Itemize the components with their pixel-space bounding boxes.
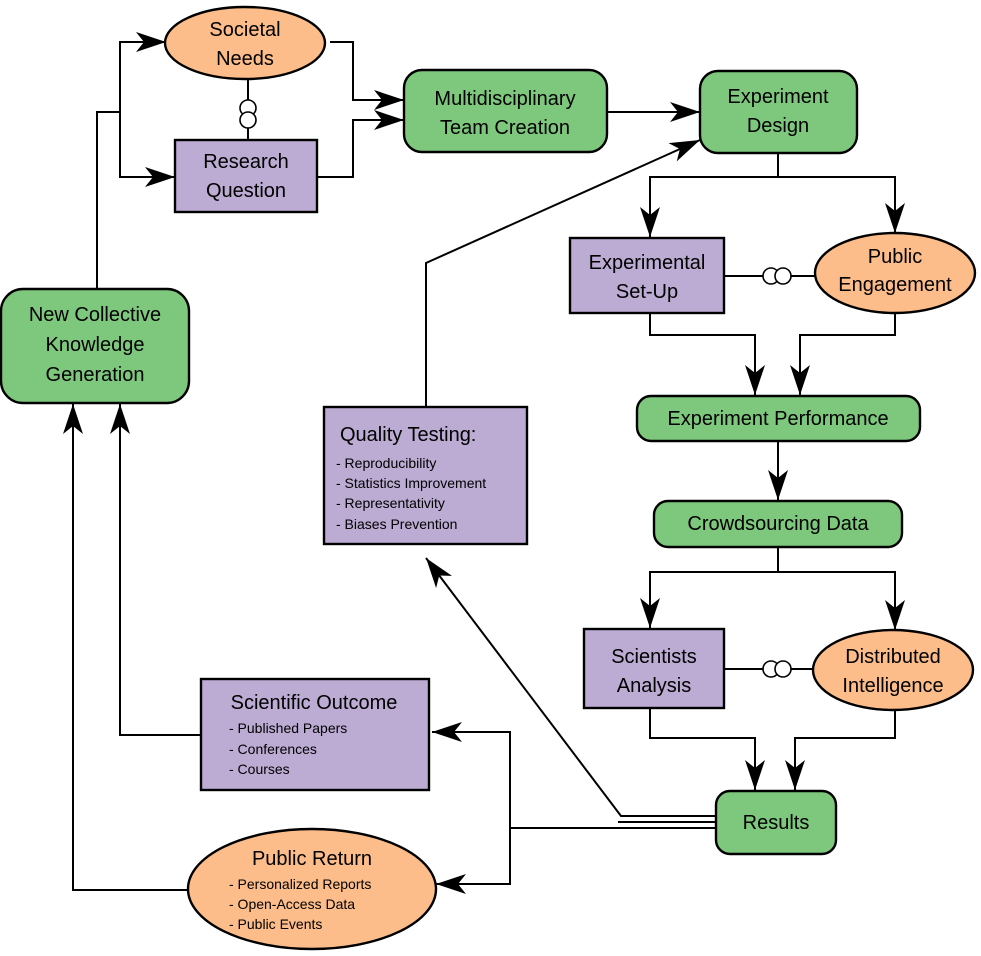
edge-quality-to-design xyxy=(425,139,701,406)
node-crowdsourcing-data: Crowdsourcing Data xyxy=(652,499,904,549)
node-results: Results xyxy=(714,789,838,856)
node-list-item: - Conferences xyxy=(229,741,317,757)
question-box xyxy=(322,405,529,546)
node-experiment-design: Experiment Design xyxy=(698,69,859,155)
node-label: Distributed xyxy=(845,646,941,668)
node-list-item: - Biases Prevention xyxy=(336,516,457,532)
node-label: Question xyxy=(206,180,286,202)
node-knowledge-generation: New Collective Knowledge Generation xyxy=(0,287,191,405)
edge-crowd-to-analysis xyxy=(640,547,779,628)
question-box xyxy=(173,138,319,214)
node-label: Analysis xyxy=(617,675,691,697)
process-box xyxy=(652,499,904,549)
node-list-item: - Public Events xyxy=(229,916,322,932)
node-label: Scientists xyxy=(611,646,697,668)
process-box xyxy=(402,68,609,154)
node-title: Scientific Outcome xyxy=(231,692,398,714)
node-public-engagement: Public Engagement xyxy=(813,231,977,315)
node-list-item: - Personalized Reports xyxy=(229,876,371,892)
edge-to-outcome xyxy=(432,722,511,828)
edge-to-societal xyxy=(119,32,166,112)
edge-societal-to-team xyxy=(330,41,404,110)
node-public-return: Public Return - Personalized Reports - O… xyxy=(186,827,438,951)
process-box xyxy=(714,789,838,856)
node-label: Experiment Performance xyxy=(667,408,888,430)
edge-engagement-to-performance xyxy=(790,313,896,395)
node-distributed-intelligence: Distributed Intelligence xyxy=(811,628,975,712)
edge-intelligence-to-results xyxy=(785,708,896,790)
process-box xyxy=(0,287,191,405)
node-societal-needs: Societal Needs xyxy=(163,5,327,81)
node-label: Experimental xyxy=(589,252,706,274)
node-list-item: - Statistics Improvement xyxy=(336,475,486,491)
edge-outcome-to-knowledge xyxy=(110,404,200,736)
question-box xyxy=(582,627,726,710)
stakeholder-ellipse xyxy=(811,628,975,712)
edge-results-to-quality xyxy=(425,557,716,817)
edge-knowledge-to-start xyxy=(96,111,120,288)
node-label: Experiment xyxy=(727,86,829,108)
question-box xyxy=(568,236,726,315)
node-list-item: - Courses xyxy=(229,761,290,777)
node-team-creation: Multidisciplinary Team Creation xyxy=(402,68,609,154)
node-research-question: Research Question xyxy=(173,138,319,214)
node-label: Crowdsourcing Data xyxy=(687,513,869,535)
node-label: Needs xyxy=(216,48,274,70)
node-title: Public Return xyxy=(252,848,372,870)
node-list-item: - Reproducibility xyxy=(336,455,436,471)
edge-research-to-team xyxy=(317,110,404,178)
node-experimental-setup: Experimental Set-Up xyxy=(568,236,726,315)
node-experiment-performance: Experiment Performance xyxy=(635,394,922,443)
node-label: New Collective xyxy=(29,304,161,326)
node-label: Research xyxy=(203,151,289,173)
process-box xyxy=(635,394,922,443)
stakeholder-ellipse xyxy=(163,5,327,81)
node-quality-testing: Quality Testing: - Reproducibility - Sta… xyxy=(322,405,529,546)
node-scientists-analysis: Scientists Analysis xyxy=(582,627,726,710)
node-label: Team Creation xyxy=(440,117,570,139)
node-label: Intelligence xyxy=(842,675,943,697)
edge-setup-to-performance xyxy=(649,313,765,395)
assoc-ring xyxy=(774,267,792,285)
node-label: Design xyxy=(747,115,809,137)
assoc-ring xyxy=(774,660,792,678)
edge-to-research xyxy=(119,112,175,187)
edge-design-to-engagement xyxy=(778,176,905,233)
edge-analysis-to-results xyxy=(649,708,765,790)
node-title: Quality Testing: xyxy=(340,424,476,446)
stakeholder-ellipse xyxy=(186,827,438,951)
edge-to-public-return xyxy=(436,828,511,894)
question-box xyxy=(199,677,431,792)
edge-public-return-to-knowledge xyxy=(63,404,190,891)
node-label: Knowledge xyxy=(46,334,145,356)
node-list-item: - Published Papers xyxy=(229,720,347,736)
node-label: Generation xyxy=(46,364,145,386)
stakeholder-ellipse xyxy=(813,231,977,315)
process-box xyxy=(698,69,859,155)
node-label: Set-Up xyxy=(616,281,678,303)
assoc-ring xyxy=(239,111,257,129)
edge-crowd-to-intelligence xyxy=(778,571,905,630)
node-label: Engagement xyxy=(838,274,952,296)
node-label: Results xyxy=(743,812,810,834)
edge-design-to-setup xyxy=(640,153,779,237)
node-list-item: - Representativity xyxy=(336,495,445,511)
node-label: Multidisciplinary xyxy=(434,88,575,110)
association-rings xyxy=(239,99,792,678)
node-label: Public xyxy=(868,246,922,268)
node-label: Societal xyxy=(209,19,280,41)
node-list-item: - Open-Access Data xyxy=(229,896,355,912)
node-scientific-outcome: Scientific Outcome - Published Papers - … xyxy=(199,677,431,792)
